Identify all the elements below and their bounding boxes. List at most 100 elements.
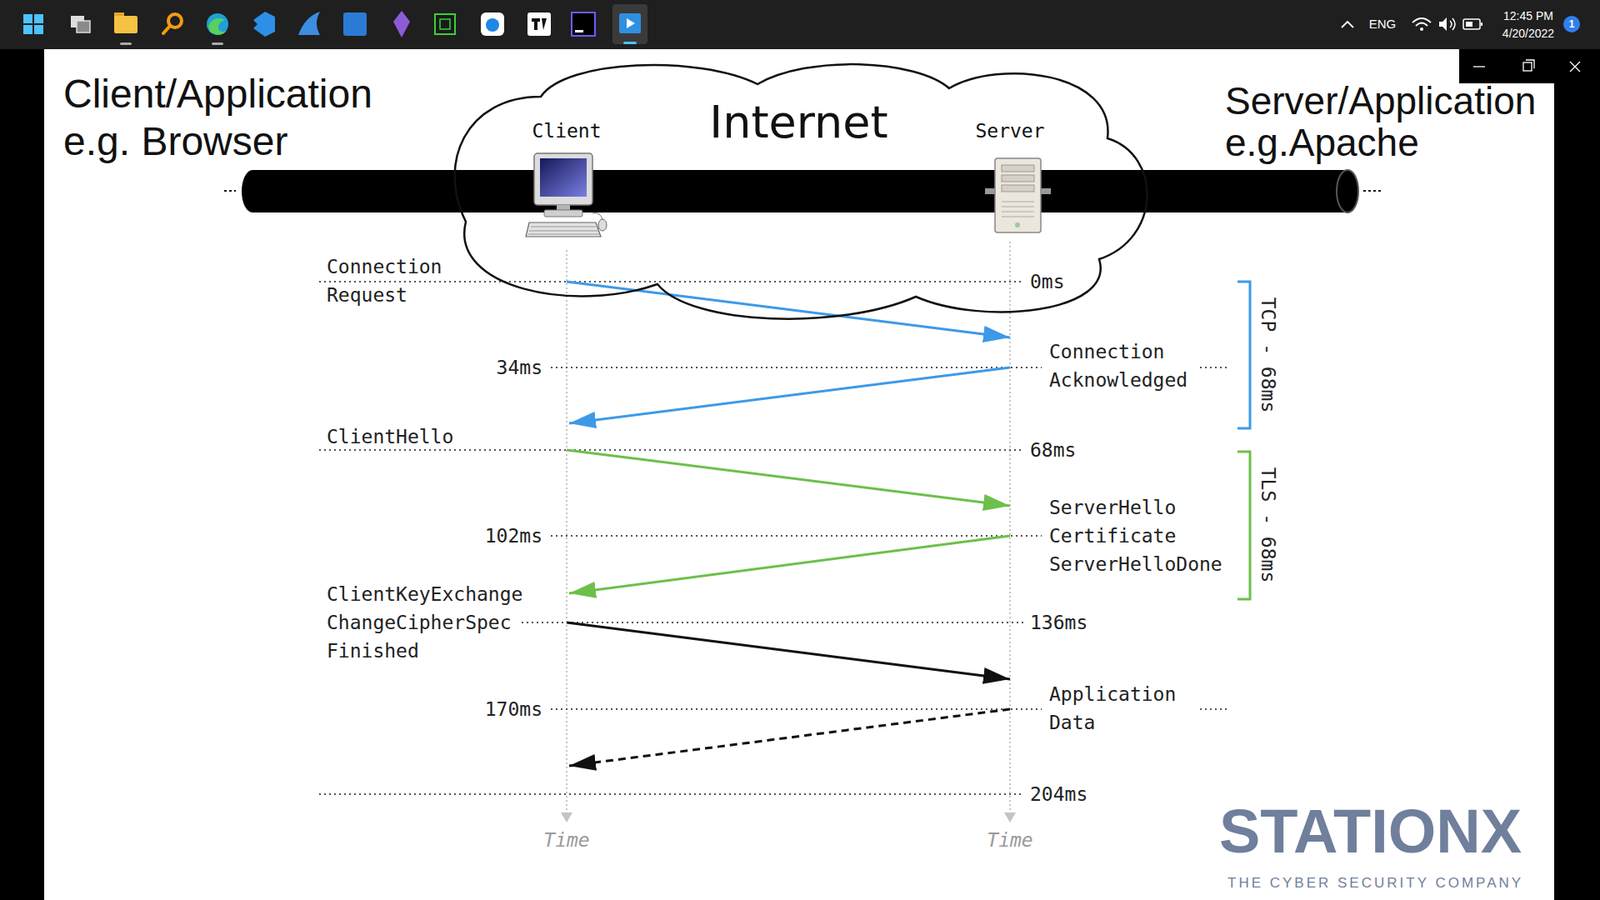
app-icon	[575, 30, 584, 33]
time-line	[1200, 366, 1230, 369]
clock-date: 4/20/2022	[1502, 26, 1555, 41]
internet-cloud: ClientServerInternet	[449, 63, 1149, 319]
cloud-outline	[455, 64, 1148, 320]
server-timeline	[1009, 241, 1011, 813]
message-label: ClientHello	[326, 422, 454, 451]
folder-icon	[114, 15, 138, 34]
key-exchange-arrow	[566, 622, 1010, 680]
time-line	[550, 535, 1042, 537]
badge-number: 1	[1569, 18, 1575, 30]
client-computer: Client	[525, 119, 608, 242]
lifelines	[560, 241, 1016, 823]
host-label: Server	[975, 119, 1045, 143]
battery-icon	[1465, 21, 1473, 27]
data-arrow	[569, 709, 1010, 766]
wifi-icon	[1412, 18, 1431, 23]
message-label: ClientKeyExchange ChangeCipherSpec Finis…	[326, 580, 523, 665]
axis-label-box: Time	[543, 828, 590, 852]
message-arrows	[566, 281, 1010, 766]
app-icon	[527, 12, 551, 36]
drive-bay	[1001, 185, 1035, 192]
app-icon	[485, 18, 500, 32]
mouse	[598, 219, 607, 231]
timeline-arrow	[1004, 812, 1016, 823]
axis-label-box: Time	[986, 828, 1033, 852]
time-line	[319, 449, 1024, 451]
monitor-base	[544, 210, 583, 217]
host-label: Client	[531, 119, 601, 143]
speaker-icon	[1439, 17, 1447, 31]
running-indicator	[211, 42, 224, 45]
pipe-end	[1336, 170, 1359, 213]
axis-label: Time	[543, 828, 590, 852]
task-view-icon	[76, 20, 90, 33]
time-mark: 170ms	[485, 695, 543, 724]
keyboard	[525, 222, 601, 237]
drive-bay	[1001, 175, 1035, 182]
app-icon	[343, 12, 367, 36]
time-line	[319, 793, 1024, 795]
app-icon	[298, 11, 320, 35]
active-app-highlight	[612, 4, 648, 45]
app-icon	[619, 13, 641, 34]
time-line	[550, 366, 1042, 369]
time-mark: 34ms	[496, 353, 543, 382]
client-timeline	[565, 250, 568, 813]
message-label: Connection Acknowledged	[1049, 337, 1188, 395]
time-grid	[319, 281, 1230, 795]
phase-label-box: TLS - 68ms	[1256, 467, 1280, 583]
phase-label: TLS - 68ms	[1256, 467, 1280, 583]
message-label-box: ServerHello Certificate ServerHelloDone	[1049, 493, 1223, 579]
tray-text: ENG	[1369, 16, 1397, 32]
mouse-cord	[592, 213, 603, 220]
wifi-icon	[1420, 27, 1424, 31]
restore-button	[1523, 62, 1532, 71]
tray-chevron	[1341, 21, 1354, 28]
slide	[44, 49, 1555, 900]
windows-logo	[23, 14, 33, 24]
time-mark: 0ms	[1030, 267, 1065, 296]
app-icon	[393, 10, 410, 38]
clock-date-box: 4/20/2022	[1502, 26, 1555, 41]
app-icon	[626, 18, 635, 29]
message-label-box: Connection Request	[326, 252, 442, 310]
window-control-bar	[1459, 49, 1600, 84]
code-editor-icon	[253, 11, 275, 37]
edge-icon	[206, 13, 229, 35]
clock-time: 12:45 PM	[1503, 9, 1554, 24]
time-mark: 136ms	[1030, 608, 1088, 637]
time-mark-box: 102ms	[485, 521, 543, 550]
time-mark-box: 204ms	[1030, 780, 1088, 809]
time-mark-box: 0ms	[1030, 267, 1065, 296]
window-controls	[1459, 49, 1600, 84]
app-icon	[435, 14, 455, 35]
time-mark-box: 34ms	[496, 353, 543, 382]
message-label-box: Application Data	[1049, 680, 1176, 737]
time-line	[521, 621, 1024, 624]
restore-button	[1525, 60, 1535, 69]
slide-heading: Server/Application e.g.Apache	[1225, 80, 1546, 164]
wifi-icon	[1415, 23, 1428, 27]
time-line	[319, 280, 1024, 283]
running-indicator	[120, 42, 132, 45]
app-icon	[534, 18, 538, 30]
slide-heading: Client/Application e.g. Browser	[63, 70, 385, 165]
battery-icon	[1463, 19, 1480, 30]
notification-badge	[1563, 15, 1580, 33]
time-mark: 204ms	[1030, 780, 1088, 809]
windows-logo	[34, 14, 44, 24]
message-label: Connection Request	[326, 252, 442, 310]
computer-icon	[525, 153, 607, 237]
timeline-arrow	[560, 812, 573, 823]
watermark: STATIONX	[1219, 798, 1522, 865]
time-mark-box: 136ms	[1030, 608, 1088, 637]
tls-arrow	[569, 535, 1010, 594]
drive-bay	[1001, 165, 1035, 172]
phase-label: TCP - 68ms	[1256, 297, 1280, 413]
close-button	[1570, 61, 1580, 72]
tls-arrow	[566, 450, 1010, 506]
watermark-box: THE CYBER SECURITY COMPANY	[1227, 875, 1524, 892]
edge-icon	[208, 18, 227, 35]
monitor	[534, 153, 593, 205]
